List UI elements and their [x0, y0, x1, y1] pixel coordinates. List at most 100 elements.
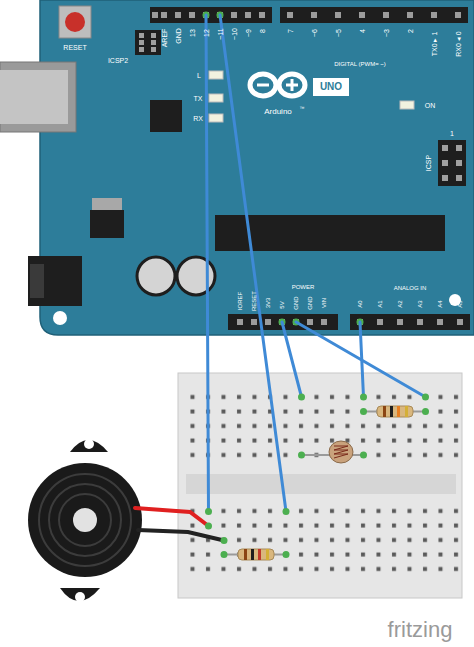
led-label: ON	[425, 102, 436, 109]
header-label: ICSP	[425, 155, 432, 171]
icsp2-header-part	[135, 30, 161, 55]
icsp2-header-part	[139, 40, 144, 45]
digital-header-part-part	[383, 12, 389, 18]
arduino-logo-part	[279, 74, 305, 96]
pin-label: 8	[259, 29, 266, 33]
analog-header	[350, 314, 470, 330]
buzzer-part	[73, 508, 97, 532]
pin-label: A5	[457, 300, 463, 307]
icsp2-header-part	[139, 33, 144, 38]
power-header-part-part	[265, 319, 271, 325]
pin-label: 5V	[279, 301, 285, 308]
bottom-resistor-part	[266, 549, 269, 560]
buzzer-leads-part	[138, 530, 224, 541]
connection-holes-part	[360, 408, 367, 415]
digital-header-part-part	[455, 12, 461, 18]
trademark: ™	[300, 106, 305, 111]
connection-holes-part	[422, 394, 429, 401]
uno-badge	[313, 78, 349, 96]
buzzer-part	[49, 484, 121, 556]
analog-header-part-part	[437, 319, 443, 325]
top-resistor-part	[397, 406, 400, 417]
digital-header-part	[150, 7, 272, 23]
connection-holes	[205, 394, 429, 559]
bottom-resistor	[224, 549, 286, 560]
jumper-wires-part	[360, 322, 364, 397]
connection-holes-part	[221, 537, 228, 544]
pin-label: A4	[437, 300, 443, 307]
connection-holes-part	[205, 523, 212, 530]
led-label: TX	[194, 95, 203, 102]
digital-header	[150, 7, 468, 23]
pin-label: 13	[189, 29, 196, 37]
top-resistor-part	[383, 406, 386, 417]
breadboard	[178, 373, 468, 598]
jumper-wires	[206, 15, 426, 512]
reset-button-part	[59, 6, 91, 38]
pin-label: ~10	[231, 28, 238, 40]
photoresistor-part	[334, 446, 348, 458]
breadboard-part	[189, 507, 468, 580]
pin-label: ~5	[335, 29, 342, 37]
jumper-wires-part	[296, 322, 426, 397]
connection-holes-part	[283, 551, 290, 558]
analog-header-part-part	[417, 319, 423, 325]
voltage-regulator-part	[90, 210, 124, 238]
pin-label: IOREF	[237, 292, 243, 310]
buzzer	[28, 439, 142, 602]
icsp-header-part-part	[456, 160, 462, 166]
icsp-header-part	[442, 145, 462, 181]
icsp2-header-part	[151, 47, 156, 52]
pin-label: ~11	[217, 28, 224, 39]
digital-header-part-part	[287, 12, 293, 18]
arduino-board-part	[53, 311, 67, 325]
icsp2-header-part	[139, 47, 144, 52]
capacitors-part	[137, 257, 175, 295]
digital-header-part-part	[259, 12, 265, 18]
power-jack	[28, 256, 82, 306]
analog-header-part	[357, 319, 463, 325]
led-label: RX	[193, 115, 203, 122]
pin-label: A1	[377, 300, 383, 307]
pin-label: 2	[407, 29, 414, 33]
bottom-resistor-part	[258, 549, 261, 560]
header-title: DIGITAL (PWM= ~)	[334, 61, 386, 67]
pin-label: TX0 ▸ 1	[431, 32, 438, 57]
buzzer-part	[70, 440, 108, 452]
digital-header-part-part	[245, 12, 251, 18]
icsp-header-part-part	[442, 145, 448, 151]
status-leds-part	[209, 94, 223, 102]
digital-header-part	[280, 7, 468, 23]
jumper-wires-part	[220, 15, 286, 512]
digital-header-part-part	[189, 12, 195, 18]
icsp-header-part-part	[456, 175, 462, 181]
bottom-resistor-part	[244, 549, 247, 560]
buzzer-part	[59, 494, 111, 546]
power-header-part-part	[251, 319, 257, 325]
breadboard-part	[189, 393, 468, 466]
photoresistor-part	[302, 454, 331, 456]
board-model: UNO	[320, 82, 342, 92]
status-leds	[209, 71, 414, 122]
buzzer-part	[60, 588, 100, 601]
pin-label: GND	[293, 296, 299, 309]
pin-label: 12	[203, 29, 210, 37]
status-leds-part	[209, 114, 223, 122]
pin-label: ~6	[311, 29, 318, 37]
header-title: ANALOG IN	[394, 285, 427, 291]
digital-header-part-part	[311, 12, 317, 18]
digital-header-part-part	[335, 12, 341, 18]
usb-connector	[0, 62, 76, 132]
pin-label: AREF	[161, 29, 168, 48]
analog-header-part-part	[457, 319, 463, 325]
analog-header-part-part	[377, 319, 383, 325]
connection-holes-part	[360, 452, 367, 459]
digital-header-part-part	[175, 12, 181, 18]
top-resistor-part	[405, 406, 408, 417]
pin-label: VIN	[321, 298, 327, 308]
connection-holes-part	[205, 508, 212, 515]
buzzer-part	[39, 474, 131, 566]
capacitors-part	[177, 257, 215, 295]
